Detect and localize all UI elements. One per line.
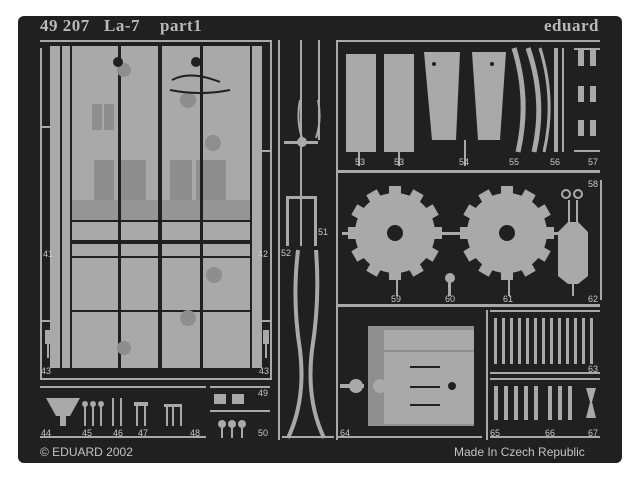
part-number-50: 50 bbox=[258, 428, 269, 438]
part-number-49: 49 bbox=[258, 388, 269, 398]
part-number-65: 65 bbox=[490, 428, 501, 438]
part-number-57: 57 bbox=[588, 157, 599, 167]
part-number-56: 56 bbox=[550, 157, 561, 167]
kit-model: La-7 bbox=[104, 16, 140, 35]
part-number-51: 51 bbox=[318, 227, 329, 237]
part-number-54: 54 bbox=[459, 157, 470, 167]
part-number-47: 47 bbox=[138, 428, 149, 438]
part-number-60: 60 bbox=[445, 294, 456, 304]
part-number-48: 48 bbox=[190, 428, 201, 438]
part-number-67: 67 bbox=[588, 428, 599, 438]
part-number-41: 41 bbox=[43, 249, 54, 259]
kit-part: part1 bbox=[160, 16, 203, 35]
gear-61 bbox=[460, 186, 554, 280]
part-number-44: 44 bbox=[41, 428, 52, 438]
part-number-43-right: 43 bbox=[259, 366, 270, 376]
part-number-53-b: 53 bbox=[394, 157, 405, 167]
copyright-text: © EDUARD 2002 bbox=[40, 445, 133, 459]
part-number-43-left: 43 bbox=[41, 366, 52, 376]
part-number-46: 46 bbox=[113, 428, 124, 438]
part-number-62: 62 bbox=[588, 294, 599, 304]
part-number-45: 45 bbox=[82, 428, 93, 438]
part-number-61: 61 bbox=[503, 294, 514, 304]
part-number-63: 63 bbox=[588, 364, 599, 374]
brand-name: eduard bbox=[544, 16, 599, 35]
part-number-58: 58 bbox=[588, 179, 599, 189]
part-number-64: 64 bbox=[340, 428, 351, 438]
part-number-59: 59 bbox=[391, 294, 402, 304]
part-number-42: 42 bbox=[258, 249, 269, 259]
gear-59 bbox=[348, 186, 442, 280]
kit-number: 49 207 bbox=[40, 16, 90, 35]
part-number-52: 52 bbox=[281, 248, 292, 258]
part-number-53-a: 53 bbox=[355, 157, 366, 167]
part-number-66: 66 bbox=[545, 428, 556, 438]
origin-text: Made In Czech Republic bbox=[454, 445, 585, 459]
part-number-55: 55 bbox=[509, 157, 520, 167]
